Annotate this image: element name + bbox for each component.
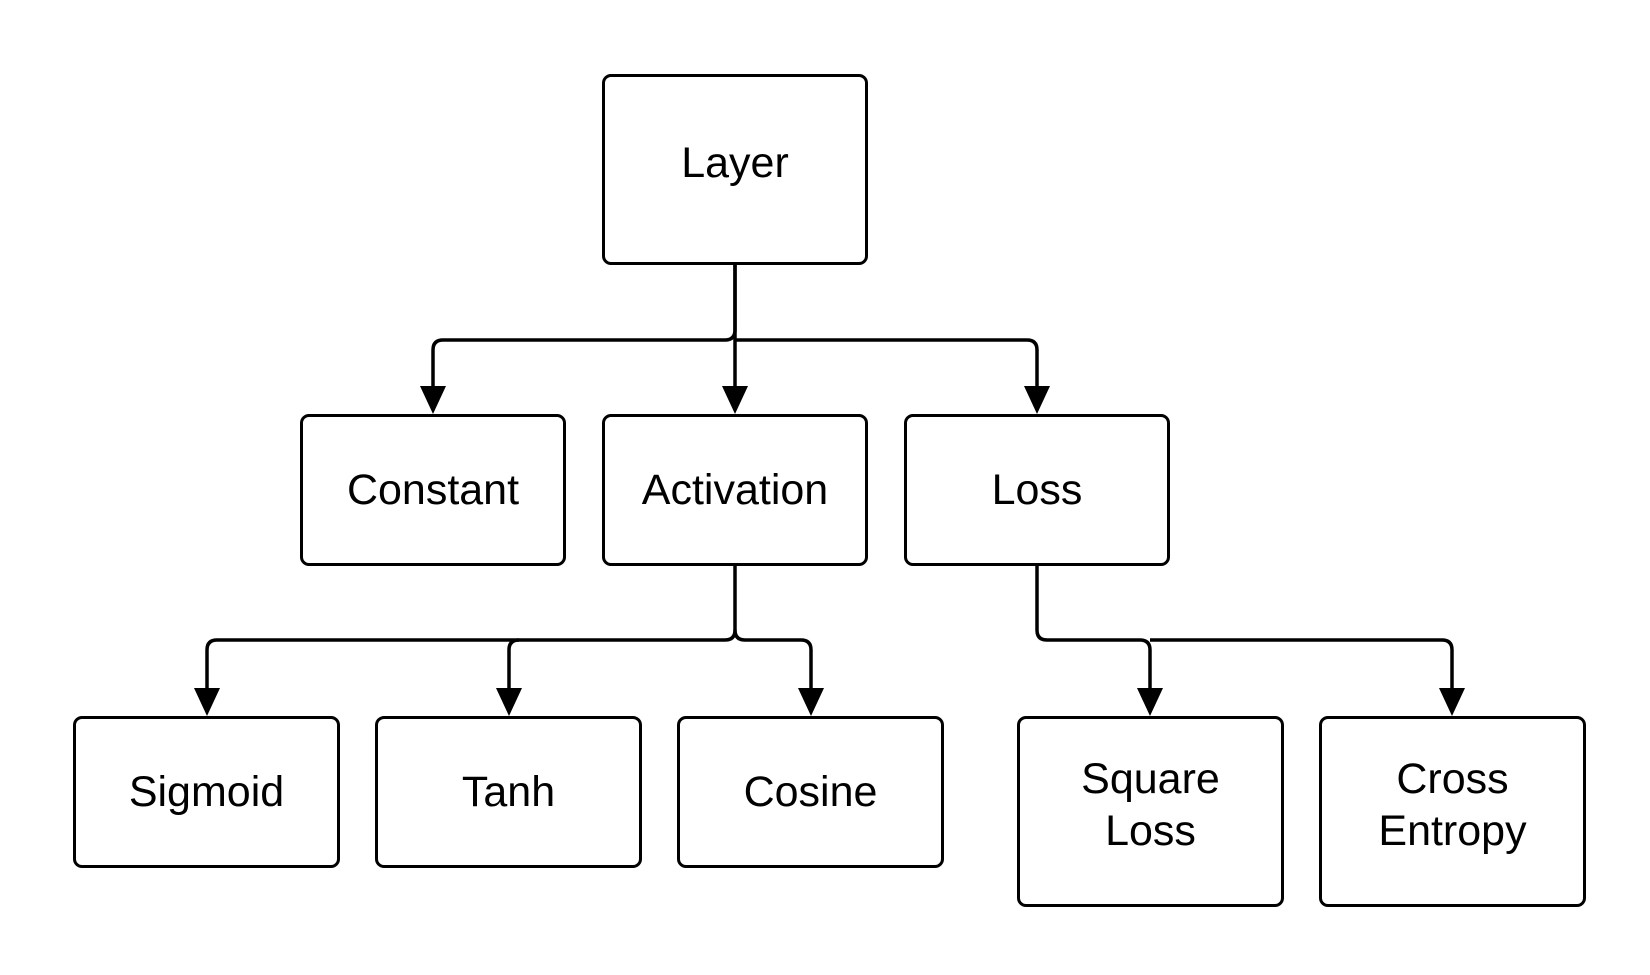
node-layer: Layer [602,74,868,265]
node-sigmoid: Sigmoid [73,716,340,868]
node-cosine: Cosine [677,716,944,868]
arrowhead-constant [420,386,446,414]
connector-loss-cross [1150,638,1454,690]
node-label-square-loss: Square Loss [1081,754,1220,855]
node-label-cross-entropy: Cross Entropy [1378,754,1527,855]
connector-activation-tanh [507,638,520,690]
arrowhead-loss [1024,386,1050,414]
arrowhead-square-loss [1137,688,1163,716]
connector-activation-cosine [733,629,813,690]
node-tanh: Tanh [375,716,642,868]
connector-loss-square [1035,566,1152,690]
node-constant: Constant [300,414,566,566]
node-label-loss: Loss [991,466,1083,514]
node-label-sigmoid: Sigmoid [128,768,285,816]
node-label-layer: Layer [681,138,789,187]
arrowhead-cross-entropy [1439,688,1465,716]
node-cross-entropy: Cross Entropy [1319,716,1586,907]
arrowhead-cosine [798,688,824,716]
connector-activation-sigmoid [205,566,737,690]
node-label-tanh: Tanh [461,768,556,816]
node-loss: Loss [904,414,1170,566]
arrowhead-sigmoid [194,688,220,716]
node-activation: Activation [602,414,868,566]
arrowhead-activation [722,386,748,414]
connector-layer-constant [431,265,737,388]
node-square-loss: Square Loss [1017,716,1284,907]
node-label-constant: Constant [346,466,520,514]
node-label-cosine: Cosine [743,768,878,816]
connector-layer-loss [735,338,1039,388]
arrowhead-tanh [496,688,522,716]
node-label-activation: Activation [641,466,829,514]
